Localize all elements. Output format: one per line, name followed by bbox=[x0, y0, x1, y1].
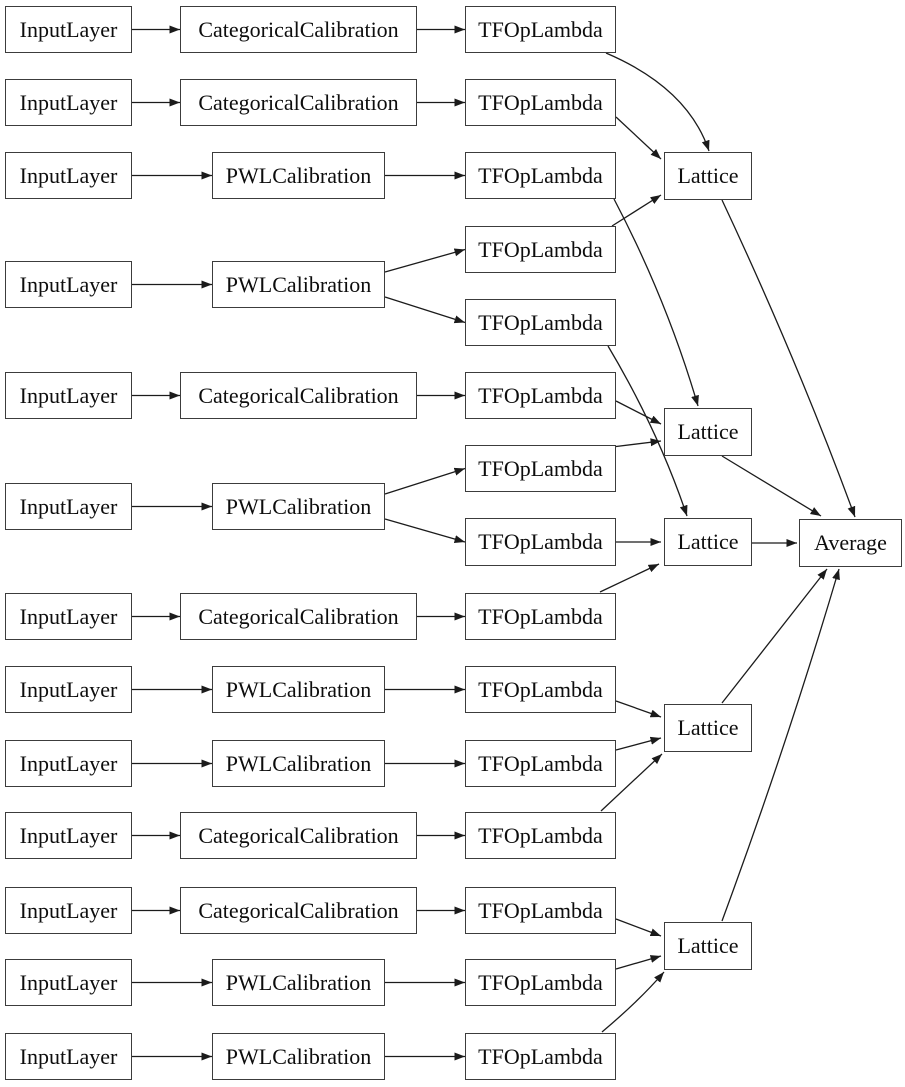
node-tfop-7: TFOpLambda bbox=[465, 593, 616, 640]
node-tfop-4b: TFOpLambda bbox=[465, 299, 616, 346]
node-tfop-2: TFOpLambda bbox=[465, 79, 616, 126]
node-tfop-12: TFOpLambda bbox=[465, 959, 616, 1006]
node-tfop-11: TFOpLambda bbox=[465, 887, 616, 934]
edge-tfop-6a-lattice-2 bbox=[611, 438, 662, 448]
node-tfop-8: TFOpLambda bbox=[465, 666, 616, 713]
node-input-13: InputLayer bbox=[5, 1033, 132, 1080]
edge-tfop-7-lattice-3 bbox=[599, 563, 660, 593]
node-tfop-4a: TFOpLambda bbox=[465, 226, 616, 273]
node-average: Average bbox=[799, 519, 902, 567]
node-input-3: InputLayer bbox=[5, 152, 132, 199]
node-input-9: InputLayer bbox=[5, 740, 132, 787]
node-cal-2: CategoricalCalibration bbox=[180, 79, 417, 126]
edge-tfop-12-lattice-5 bbox=[615, 955, 662, 970]
edge-tfop-8-lattice-4 bbox=[615, 700, 662, 718]
edge-cal-4-tfop-4b bbox=[384, 296, 466, 324]
edge-lattice-4-average bbox=[721, 568, 828, 704]
node-lattice-1: Lattice bbox=[664, 152, 752, 200]
node-cal-11: CategoricalCalibration bbox=[180, 887, 417, 934]
node-cal-12: PWLCalibration bbox=[212, 959, 385, 1006]
node-lattice-2: Lattice bbox=[664, 408, 752, 456]
node-input-8: InputLayer bbox=[5, 666, 132, 713]
node-input-11: InputLayer bbox=[5, 887, 132, 934]
edge-tfop-5-lattice-2 bbox=[615, 400, 662, 425]
node-lattice-4: Lattice bbox=[664, 704, 752, 752]
edge-lattice-1-average bbox=[721, 199, 856, 518]
edge-tfop-2-lattice-1 bbox=[615, 116, 662, 160]
edge-tfop-11-lattice-5 bbox=[615, 918, 662, 937]
edge-cal-6-tfop-6a bbox=[384, 467, 466, 495]
edge-cal-6-tfop-6b bbox=[384, 518, 466, 543]
node-lattice-5: Lattice bbox=[664, 922, 752, 970]
node-input-4: InputLayer bbox=[5, 261, 132, 308]
node-tfop-9: TFOpLambda bbox=[465, 740, 616, 787]
node-input-10: InputLayer bbox=[5, 812, 132, 859]
node-input-7: InputLayer bbox=[5, 593, 132, 640]
edge-tfop-9-lattice-4 bbox=[615, 736, 662, 751]
node-input-6: InputLayer bbox=[5, 483, 132, 530]
node-cal-8: PWLCalibration bbox=[212, 666, 385, 713]
edge-tfop-1-lattice-1 bbox=[605, 52, 710, 152]
node-cal-3: PWLCalibration bbox=[212, 152, 385, 199]
node-input-5: InputLayer bbox=[5, 372, 132, 419]
node-cal-1: CategoricalCalibration bbox=[180, 6, 417, 53]
node-tfop-1: TFOpLambda bbox=[465, 6, 616, 53]
node-cal-10: CategoricalCalibration bbox=[180, 812, 417, 859]
edge-tfop-3-lattice-2 bbox=[613, 198, 699, 407]
node-lattice-3: Lattice bbox=[664, 518, 752, 566]
node-cal-13: PWLCalibration bbox=[212, 1033, 385, 1080]
node-tfop-6b: TFOpLambda bbox=[465, 518, 616, 566]
node-tfop-10: TFOpLambda bbox=[465, 812, 616, 859]
edge-tfop-4a-lattice-1 bbox=[611, 194, 662, 227]
node-cal-6: PWLCalibration bbox=[212, 483, 385, 530]
node-tfop-5: TFOpLambda bbox=[465, 372, 616, 419]
node-cal-9: PWLCalibration bbox=[212, 740, 385, 787]
node-cal-7: CategoricalCalibration bbox=[180, 593, 417, 640]
node-tfop-13: TFOpLambda bbox=[465, 1033, 616, 1080]
node-input-2: InputLayer bbox=[5, 79, 132, 126]
node-tfop-3: TFOpLambda bbox=[465, 152, 616, 199]
edge-cal-4-tfop-4a bbox=[384, 248, 466, 273]
node-cal-4: PWLCalibration bbox=[212, 261, 385, 308]
node-input-12: InputLayer bbox=[5, 959, 132, 1006]
node-cal-5: CategoricalCalibration bbox=[180, 372, 417, 419]
node-tfop-6a: TFOpLambda bbox=[465, 445, 616, 492]
edge-lattice-2-average bbox=[721, 455, 822, 517]
node-input-1: InputLayer bbox=[5, 6, 132, 53]
